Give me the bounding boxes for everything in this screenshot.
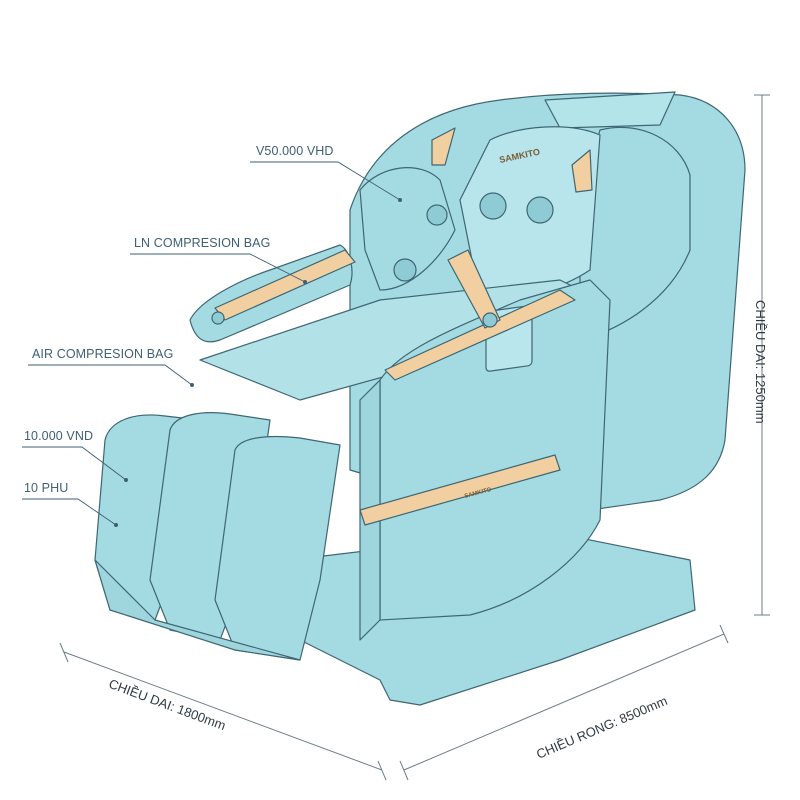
dimension-lines bbox=[59, 94, 770, 781]
dimension-height-label: CHIỀU DAI: 1250mm bbox=[753, 300, 768, 424]
callout-line-vnd bbox=[22, 446, 127, 481]
callout-ln-bag-label: LN COMPRESION BAG bbox=[134, 236, 271, 250]
wood-accent bbox=[447, 249, 501, 329]
roller bbox=[479, 192, 507, 220]
callout-vnd-label: 10.000 VND bbox=[24, 429, 94, 443]
wood-accent bbox=[359, 454, 561, 526]
side-pad-left bbox=[359, 167, 456, 291]
control-knob bbox=[211, 311, 225, 325]
roller bbox=[526, 196, 554, 224]
callout-line-ln-bag bbox=[130, 253, 306, 283]
callout-lines bbox=[22, 161, 402, 527]
dim-line-width bbox=[403, 633, 725, 771]
callout-v50-label: V50.000 VHD bbox=[256, 144, 334, 158]
right-armrest bbox=[379, 279, 611, 621]
callout-line-phu bbox=[22, 498, 117, 526]
foot-rest bbox=[94, 559, 301, 661]
callout-line-air-bag bbox=[28, 364, 193, 386]
callout-line-v50 bbox=[250, 161, 401, 201]
callout-phu-label: 10 PHU bbox=[24, 481, 69, 495]
massage-chair-illustration bbox=[94, 91, 746, 706]
dim-line-length bbox=[63, 651, 383, 771]
headrest-pad bbox=[544, 91, 676, 129]
wood-accent bbox=[431, 127, 456, 166]
callout-air-bag-label: AIR COMPRESION BAG bbox=[32, 347, 174, 361]
roller bbox=[426, 204, 448, 226]
wood-accent bbox=[384, 289, 576, 381]
wood-accent bbox=[571, 149, 593, 193]
control-knob bbox=[482, 312, 498, 328]
roller bbox=[393, 258, 417, 282]
